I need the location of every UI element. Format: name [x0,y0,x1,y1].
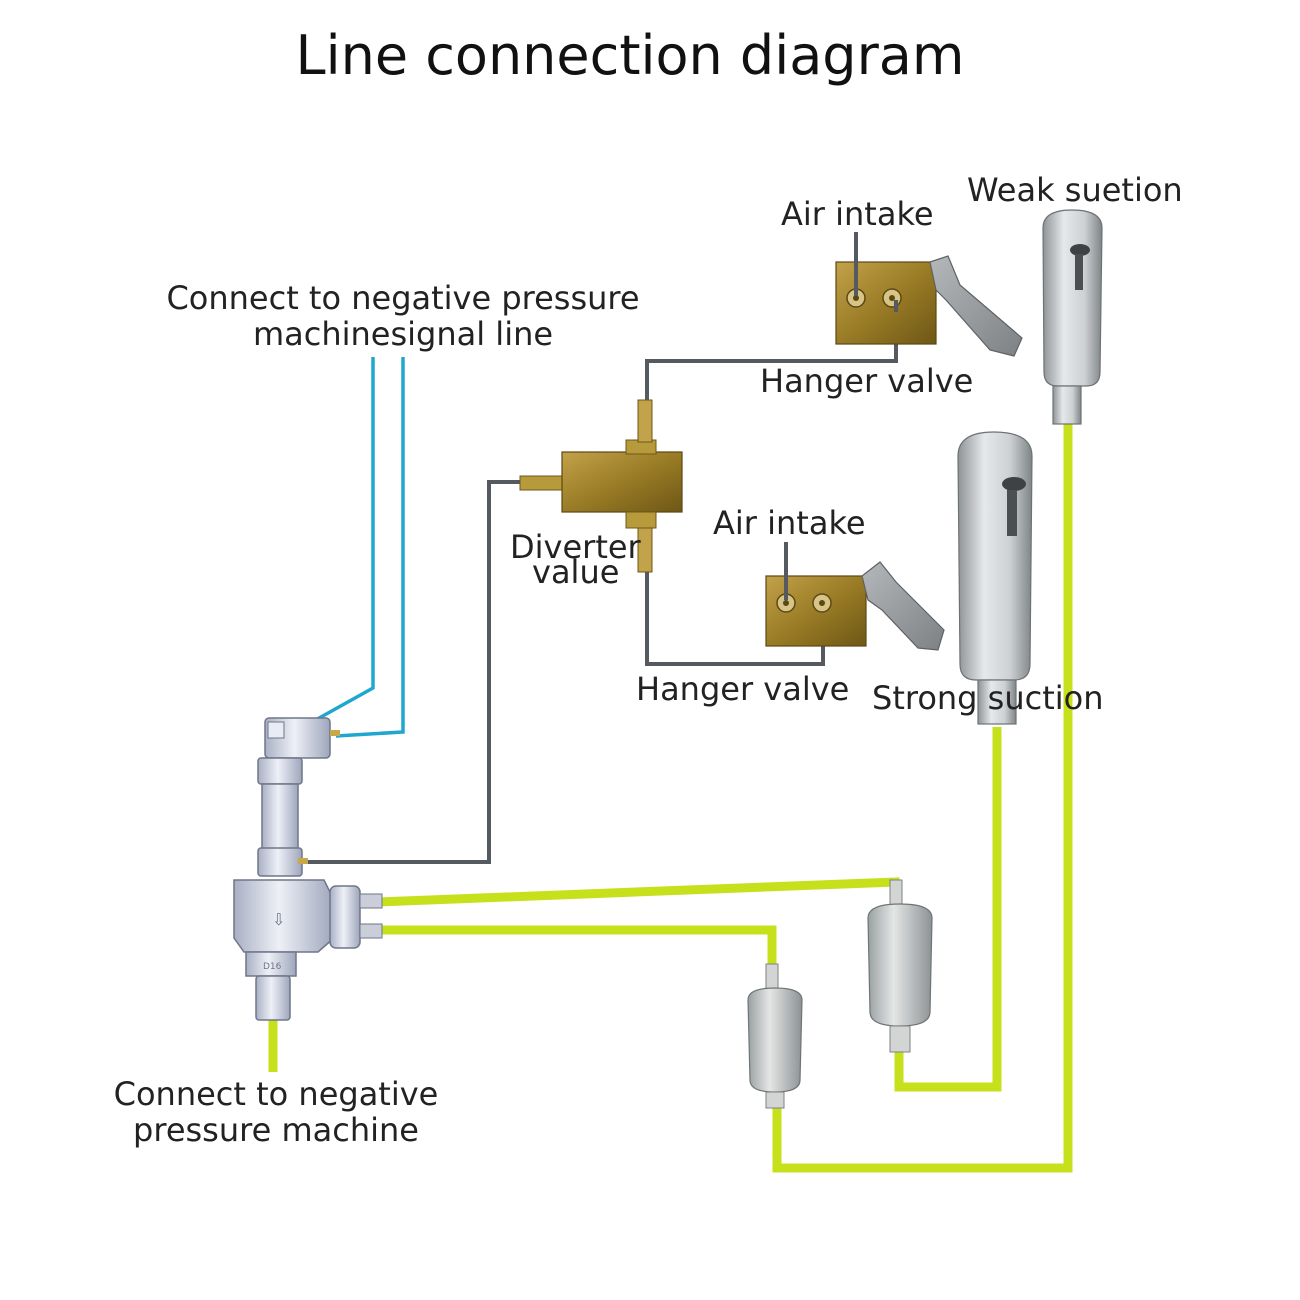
svg-text:⇩: ⇩ [272,910,285,929]
tube-valve-upper-to-filter-right [377,877,900,907]
filter-right [867,879,933,1053]
hanger-valve-top [835,232,1023,357]
tube-filter-right-to-strong-suction [894,727,1002,1092]
suction-tubes [268,420,1073,1173]
signal-lines [311,357,405,738]
diverter-label-1: Diverter [510,528,642,566]
machine-label-2: pressure machine [133,1111,419,1149]
weak-suction-label: Weak suetion [967,171,1183,209]
air-line-diverter-to-main-valve [305,480,523,864]
negative-pressure-valve: ⇩ D16 [233,717,383,1021]
page-title: Line connection diagram [296,24,965,87]
hanger-valve-top-label: Hanger valve [760,362,973,400]
machine-label-1: Connect to negative [114,1075,439,1113]
diverter-valve [519,399,683,573]
svg-text:D16: D16 [263,962,282,972]
strong-suction-handpiece [957,431,1033,725]
air-intake-top-label: Air intake [781,195,934,233]
air-intake-bottom-label: Air intake [713,504,866,542]
signal-line-label-1: Connect to negative pressure [166,279,639,317]
hanger-valve-bottom-label: Hanger valve [636,670,849,708]
signal-line-1 [311,357,375,724]
signal-line-label-2: machinesignal line [253,315,553,353]
filter-left [747,963,803,1109]
hanger-valve-bottom [765,542,945,651]
weak-suction-handpiece [1042,209,1103,425]
tube-filter-left-to-weak-suction [772,420,1073,1173]
tube-valve-lower-to-filter-left [378,925,777,968]
diverter-label-2: value [532,553,619,591]
signal-line-2 [335,357,405,738]
strong-suction-label: Strong suction [872,679,1104,717]
